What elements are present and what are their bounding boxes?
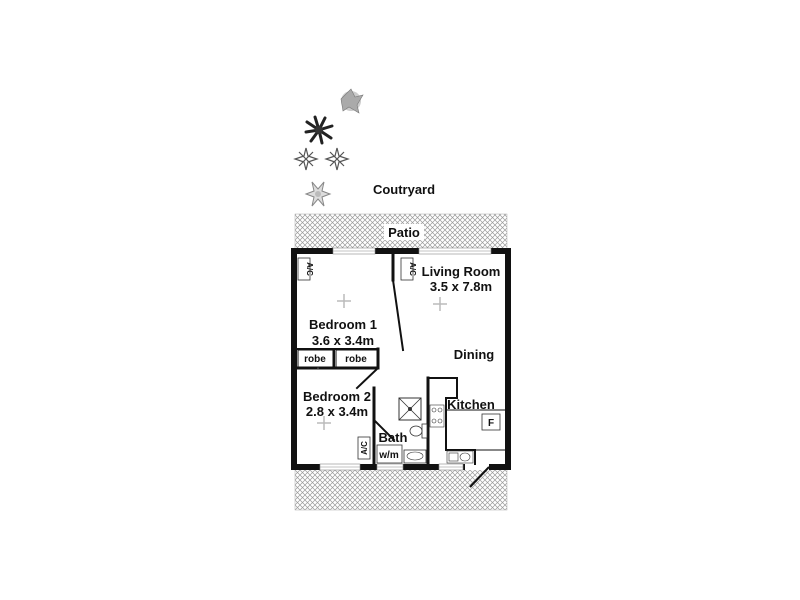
fridge-box [481, 413, 501, 431]
ac-1-label: A/C [305, 262, 314, 276]
washing-machine-box [376, 444, 403, 464]
robe-2-label: robe [345, 354, 367, 365]
interior-walls [295, 252, 506, 466]
living-room-name: Living Room [422, 264, 501, 279]
light-points [317, 294, 447, 430]
ac-unit-3 [357, 436, 371, 460]
patio-label-bg [384, 224, 424, 240]
ac-2-label: A/C [408, 262, 417, 276]
ac-3-label: A/C [360, 441, 369, 455]
patio-label: Patio [388, 225, 420, 240]
robe-1 [297, 349, 334, 368]
stove-icon [429, 404, 445, 428]
robe-1-label: robe [304, 354, 326, 365]
shrub-icon [304, 181, 332, 207]
fridge-label: F [488, 418, 494, 429]
bedroom2-name: Bedroom 2 [303, 389, 371, 404]
shower-icon [398, 397, 422, 421]
dining-label: Dining [454, 347, 494, 362]
ac-unit-2 [400, 257, 414, 281]
bedroom1-name: Bedroom 1 [309, 317, 377, 332]
kitchen-label: Kitchen [447, 397, 495, 412]
bath-label: Bath [379, 430, 408, 445]
star-plant-icon [293, 147, 319, 171]
star-plant-icon [324, 147, 350, 171]
ac-unit-1 [297, 257, 311, 281]
front-area [294, 468, 508, 511]
bedroom1-size: 3.6 x 3.4m [312, 333, 374, 348]
windows [319, 247, 492, 471]
bathtub-icon [403, 449, 427, 464]
entry-door [465, 464, 490, 488]
courtyard-label: Coutryard [373, 182, 435, 197]
robe-2 [335, 349, 378, 368]
plant-icon [340, 88, 364, 114]
living-room-size: 3.5 x 7.8m [430, 279, 492, 294]
bedroom2-size: 2.8 x 3.4m [306, 404, 368, 419]
palm-icon [304, 115, 334, 145]
toilet-icon [409, 423, 428, 439]
sink-icon [446, 450, 474, 464]
washing-machine-label: w/m [378, 450, 399, 461]
